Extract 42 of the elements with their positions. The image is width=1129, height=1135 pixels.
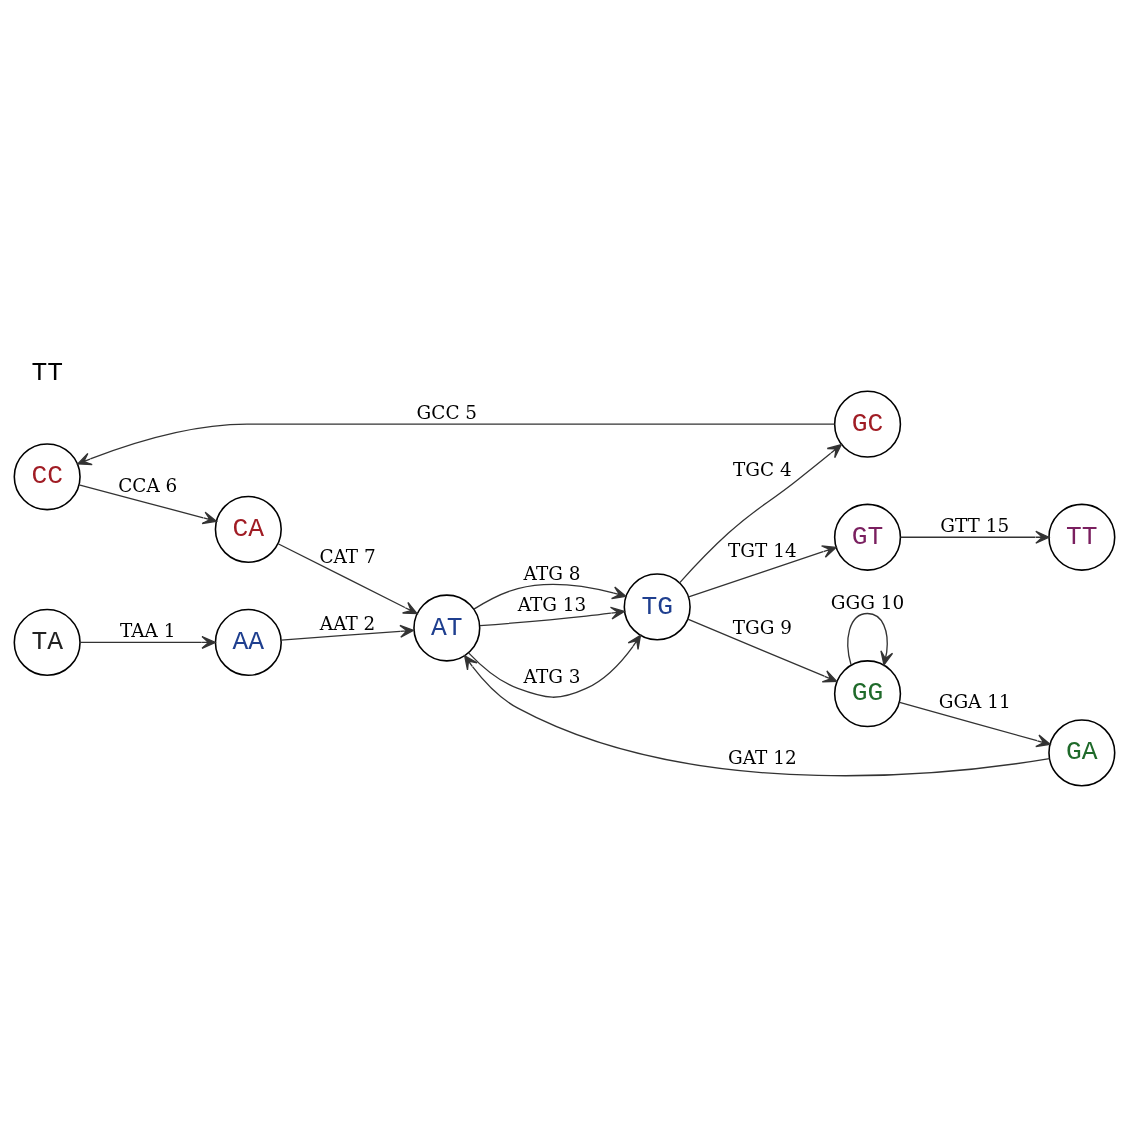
node-circle: CA: [214, 495, 282, 564]
arrow: [688, 545, 837, 598]
node-circle: AT: [413, 594, 481, 662]
label: TT: [31, 357, 63, 388]
edge-label: TGC 4: [733, 458, 792, 480]
edge-label: ATG 13: [517, 594, 587, 616]
edge-label: CAT 7: [319, 545, 376, 567]
edge-label: GCC 5: [416, 402, 478, 424]
edge-label: TAA 1: [120, 620, 176, 642]
arrow: [899, 530, 1050, 544]
arrow: [79, 635, 216, 649]
edge-label: AAT 2: [319, 612, 376, 634]
edge-label: GTT 15: [940, 515, 1010, 537]
arrow: [847, 612, 894, 666]
arrow: [77, 423, 836, 466]
edge-label: GGA 11: [938, 691, 1011, 713]
arrow: [479, 606, 625, 627]
node-circle: TA: [13, 608, 81, 677]
edge-label: CCA 6: [118, 474, 178, 496]
arrow: [898, 701, 1051, 748]
node-circle: GC: [833, 390, 902, 458]
arrow: [473, 583, 627, 610]
arrow: [463, 655, 1051, 777]
arrow: [678, 444, 842, 584]
node-circle: GT: [833, 503, 902, 571]
edge-label: TGG 9: [732, 616, 792, 638]
arrow: [78, 484, 218, 525]
node-circle: TG: [623, 573, 691, 641]
node-circle: GG: [833, 660, 902, 728]
edge-label: GAT 12: [728, 746, 797, 768]
arrow: [277, 543, 418, 615]
node-circle: CC: [13, 443, 81, 511]
node-circle: TT: [1048, 503, 1116, 571]
node-circle: GA: [1048, 719, 1116, 787]
edge-label: TGT 14: [728, 540, 797, 562]
edge-label: GGG 10: [830, 591, 905, 613]
arrow: [280, 624, 415, 641]
node-circle: AA: [214, 608, 282, 677]
arrow: [467, 634, 642, 698]
edge-label: ATG 3: [523, 666, 581, 688]
edge-label: ATG 8: [523, 562, 581, 584]
arrow: [687, 618, 838, 683]
